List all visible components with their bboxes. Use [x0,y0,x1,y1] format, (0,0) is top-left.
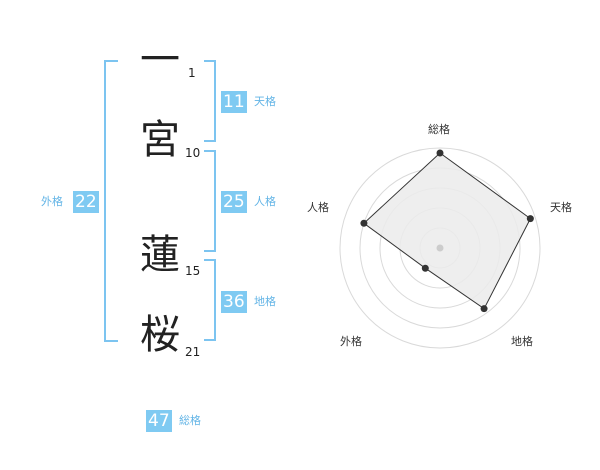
chikaku-bracket [204,259,216,341]
gaikaku-value: 22 [73,191,99,213]
radar-point-4 [421,264,429,272]
chikaku-value: 36 [221,291,247,313]
radar-label-chikaku: 地格 [511,335,533,348]
radar-point-5 [360,219,368,227]
name-char-2: 宮 [140,117,180,163]
stroke-count-1: 1 [188,66,196,80]
tenkaku-label: 天格 [254,95,276,108]
radar-label-soukaku: 総格 [428,123,450,136]
radar-point-1 [436,149,444,157]
radar-shape [363,152,532,310]
stroke-count-2: 10 [185,146,201,160]
name-char-4: 桜 [140,312,180,358]
gaikaku-bracket [104,60,118,342]
radar-label-jinkaku: 人格 [307,201,329,214]
jinkaku-label: 人格 [254,195,276,208]
tenkaku-bracket [204,60,216,142]
radar-label-tenkaku: 天格 [550,201,572,214]
radar-label-gaikaku: 外格 [340,335,362,348]
radar-point-3 [480,305,488,313]
stroke-count-4: 21 [185,345,201,359]
gaikaku-label: 外格 [41,195,63,208]
stroke-count-3: 15 [185,264,201,278]
tenkaku-value: 11 [221,91,247,113]
name-char-1: 一 [140,37,180,83]
soukaku-value: 47 [146,410,172,432]
radar-grid-ring [339,147,541,349]
name-char-3: 蓮 [140,232,180,278]
chikaku-label: 地格 [254,295,276,308]
jinkaku-bracket [204,150,216,252]
radar-center [436,244,444,252]
radar-point-2 [526,215,534,223]
soukaku-label: 総格 [179,414,201,427]
radar-points [360,149,534,313]
jinkaku-value: 25 [221,191,247,213]
